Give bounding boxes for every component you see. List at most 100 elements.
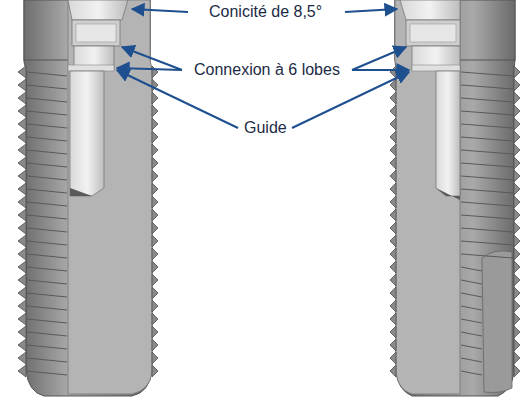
thread-tooth — [390, 92, 396, 104]
thread-tooth — [514, 222, 520, 234]
thread-tooth — [514, 313, 520, 325]
connection-label: Connexion à 6 lobes — [191, 61, 343, 79]
thread-line — [27, 293, 67, 297]
thread-line — [27, 85, 67, 89]
thread-tooth — [390, 196, 396, 208]
thread-tooth — [514, 235, 520, 247]
thread-tooth — [18, 79, 26, 91]
thread-line — [461, 124, 513, 128]
thread-line — [461, 254, 513, 258]
thread-tooth — [18, 352, 26, 364]
thread-tooth — [152, 339, 158, 351]
thread-tooth — [514, 339, 520, 351]
thread-tooth — [18, 209, 26, 221]
thread-tooth — [390, 131, 396, 143]
thread-tooth — [390, 183, 396, 195]
thread-line — [27, 202, 67, 206]
thread-tooth — [18, 313, 26, 325]
thread-tooth — [390, 352, 396, 364]
thread-line — [27, 111, 67, 115]
thread-tooth — [152, 274, 158, 286]
thread-tooth — [152, 300, 158, 312]
thread-tooth — [18, 261, 26, 273]
thread-tooth — [152, 261, 158, 273]
thread-tooth — [18, 287, 26, 299]
implant-left — [24, 0, 152, 396]
thread-tooth — [152, 131, 158, 143]
thread-tooth — [514, 131, 520, 143]
thread-tooth — [18, 300, 26, 312]
thread-tooth — [390, 261, 396, 273]
thread-tooth — [514, 157, 520, 169]
thread-tooth — [390, 157, 396, 169]
thread-line — [27, 254, 67, 258]
thread-line — [461, 228, 513, 232]
thread-line — [27, 306, 67, 310]
thread-line — [461, 293, 482, 297]
thread-tooth — [18, 157, 26, 169]
thread-tooth — [390, 209, 396, 221]
thread-tooth — [18, 118, 26, 130]
thread-line — [27, 189, 67, 193]
thread-tooth — [390, 144, 396, 156]
thread-tooth — [18, 196, 26, 208]
thread-tooth — [18, 222, 26, 234]
thread-tooth — [390, 105, 396, 117]
thread-tooth — [514, 183, 520, 195]
thread-line — [461, 137, 513, 141]
thread-tooth — [18, 170, 26, 182]
thread-line — [461, 280, 482, 284]
thread-tooth — [152, 313, 158, 325]
thread-line — [461, 241, 513, 245]
thread-tooth — [390, 66, 396, 78]
thread-line — [27, 228, 67, 232]
thread-tooth — [390, 287, 396, 299]
thread-tooth — [514, 92, 520, 104]
thread-line — [461, 358, 482, 362]
thread-line — [27, 137, 67, 141]
thread-tooth — [390, 170, 396, 182]
thread-line — [461, 202, 513, 206]
thread-tooth — [514, 248, 520, 260]
thread-tooth — [152, 92, 158, 104]
thread-tooth — [152, 287, 158, 299]
thread-tooth — [152, 170, 158, 182]
thread-line — [27, 241, 67, 245]
thread-line — [461, 163, 513, 167]
thread-tooth — [390, 339, 396, 351]
thread-line — [27, 98, 67, 102]
thread-line — [27, 150, 67, 154]
thread-tooth — [514, 105, 520, 117]
thread-tooth — [18, 339, 26, 351]
thread-tooth — [152, 157, 158, 169]
thread-line — [27, 358, 67, 362]
implant-right — [395, 0, 515, 396]
thread-tooth — [152, 183, 158, 195]
thread-tooth — [514, 79, 520, 91]
thread-tooth — [18, 105, 26, 117]
thread-tooth — [390, 235, 396, 247]
thread-tooth — [514, 300, 520, 312]
thread-tooth — [514, 352, 520, 364]
thread-tooth — [390, 365, 396, 377]
thread-line — [461, 319, 482, 323]
thread-line — [27, 72, 67, 76]
thread-line — [27, 371, 67, 375]
thread-tooth — [152, 66, 158, 78]
thread-tooth — [514, 170, 520, 182]
screw-threads — [18, 66, 520, 377]
thread-tooth — [18, 248, 26, 260]
thread-tooth — [390, 222, 396, 234]
thread-line — [461, 98, 513, 102]
thread-line — [27, 124, 67, 128]
thread-tooth — [18, 235, 26, 247]
thread-line — [27, 267, 67, 271]
thread-line — [461, 215, 513, 219]
thread-line — [461, 371, 482, 375]
thread-tooth — [18, 274, 26, 286]
thread-tooth — [152, 196, 158, 208]
thread-tooth — [514, 196, 520, 208]
thread-tooth — [152, 352, 158, 364]
thread-tooth — [390, 274, 396, 286]
